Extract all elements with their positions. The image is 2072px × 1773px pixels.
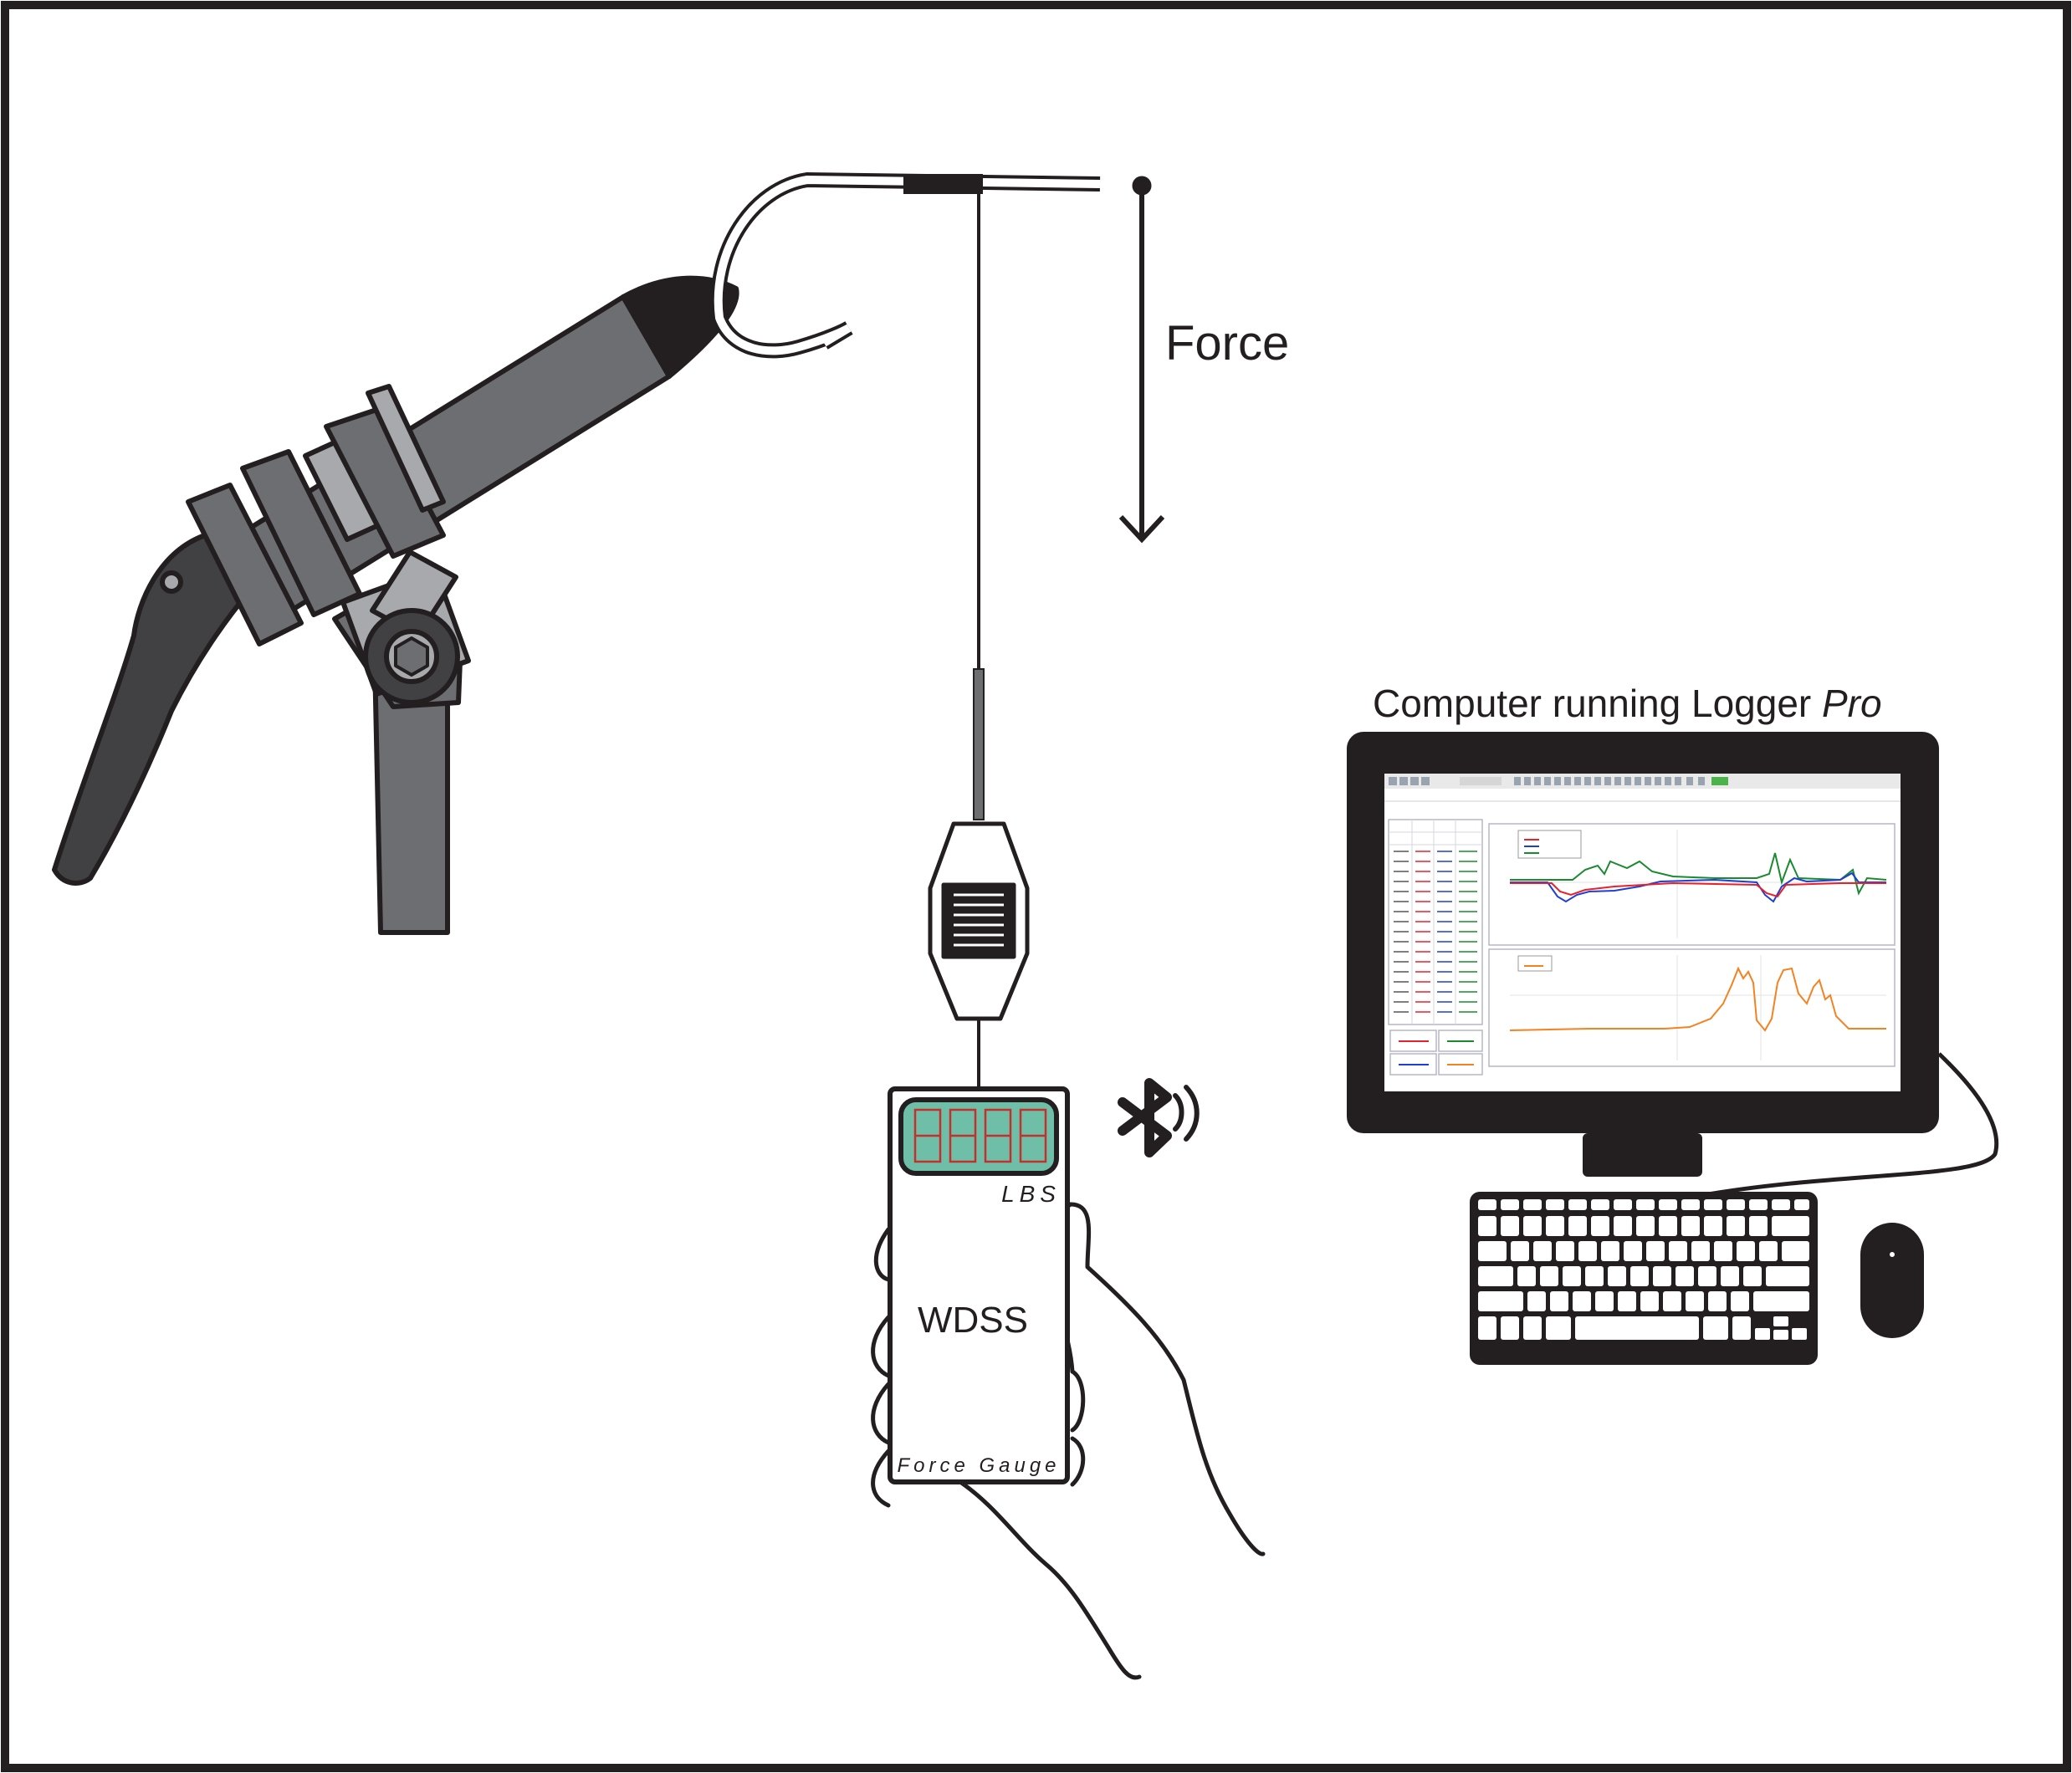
gauge-footer-label: Force Gauge [897, 1454, 1060, 1477]
fish-hook-icon [710, 171, 1101, 359]
force-gauge: LBS WDSS Force Gauge [888, 1086, 1070, 1484]
gauge-units-label: LBS [1001, 1181, 1061, 1207]
thread-wraps [903, 174, 983, 194]
computer-label: Computer running Logger Pro [1373, 682, 1882, 725]
force-label: Force [1165, 316, 1289, 370]
mouse-icon [1860, 1223, 1924, 1338]
keyboard-cable [1697, 1052, 1999, 1198]
force-arrow [1118, 176, 1165, 544]
gauge-lcd-digits [913, 1108, 1047, 1163]
keyboard-icon [1470, 1192, 1818, 1365]
line-clamp-connector [928, 821, 1030, 1021]
thread-sleeve [973, 668, 985, 820]
force-graph [1488, 948, 1895, 1067]
fly-tying-vise-icon [52, 275, 739, 935]
gauge-name-label: WDSS [918, 1300, 1028, 1341]
bluetooth-icon [1118, 1078, 1200, 1157]
monitor-icon [1347, 732, 1939, 1177]
